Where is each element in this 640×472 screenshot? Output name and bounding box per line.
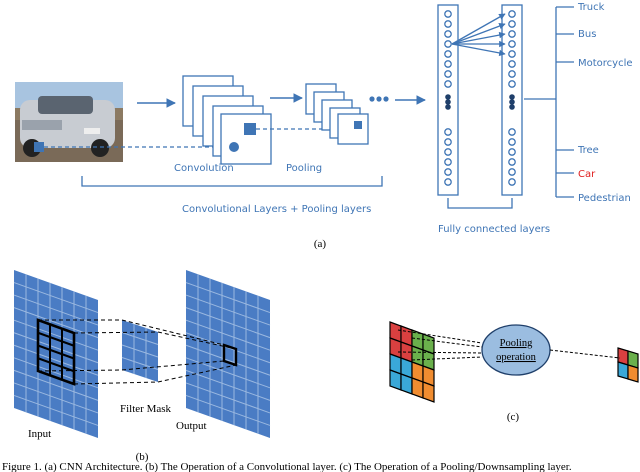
layers-label: Convolutional Layers + Pooling layers [182,204,371,215]
pooling-node-label-2: operation [496,352,536,363]
fc-node [508,148,516,156]
fc-node-dot [509,104,515,110]
output-label-tree: Tree [577,145,599,156]
fc-node [444,80,452,88]
panel-c: Pooling operation (c) [389,321,639,423]
fc-node [444,138,452,146]
output-tree [524,6,574,198]
fc-node [444,148,452,156]
fc-node [444,178,452,186]
figure-caption: Figure 1. (a) CNN Architecture. (b) The … [2,461,572,472]
fc-node [444,70,452,78]
fc-node [508,128,516,136]
fc-node [508,168,516,176]
fc-node [508,80,516,88]
pool-input-cell [422,381,435,403]
output-label-truck: Truck [577,2,605,13]
pool-input-cell [400,373,413,395]
fc-node [508,60,516,68]
fc-node-dot [509,94,515,100]
pooling-node-label-1: Pooling [500,338,533,349]
output-label-car: Car [578,169,596,180]
fc-node [508,40,516,48]
output-label-pedestrian: Pedestrian [578,193,631,204]
caption-a: (a) [314,238,327,250]
fc-node [508,10,516,18]
pool-input-cell [411,377,424,399]
input-label: Input [28,428,51,440]
fc-node [508,138,516,146]
caption-c: (c) [507,411,520,423]
fc-node-dot [445,94,451,100]
fc-node [444,60,452,68]
fully-connected-layers [437,4,523,209]
pool-output-cell [627,364,639,383]
fc-node [444,30,452,38]
input-grid [13,270,99,438]
fc-label: Fully connected layers [438,224,550,235]
fc-node [444,50,452,58]
pool-output-cell [617,361,629,380]
pooling-label: Pooling [286,163,322,174]
pooling-input-grid [389,321,435,403]
fc-node [444,10,452,18]
output-label-bus: Bus [578,29,596,40]
fc-node [444,168,452,176]
fc-node [508,158,516,166]
caption-b: (b) [136,451,149,463]
fc-node [508,178,516,186]
fc-node-dot [509,99,515,105]
convolution-stack [182,75,272,165]
fc-node [508,20,516,28]
pooling-output-grid [617,347,639,383]
fc-node [444,40,452,48]
fc-node [444,158,452,166]
fc-node [508,70,516,78]
fc-node-dot [445,99,451,105]
pooling-operation-node [481,324,551,376]
filter-label: Filter Mask [120,403,172,415]
output-label-motorcycle: Motorcycle [578,58,633,69]
panel-a: Convolution Pooling Convolutional Layers… [15,2,633,250]
car-photo [15,82,123,162]
fc-node [508,50,516,58]
fc-node [508,30,516,38]
pooling-stack [305,83,369,145]
panel-b: Input Filter Mask Output (b) [13,270,271,463]
fc-node [444,20,452,28]
output-grid [185,270,271,438]
convolution-label: Convolution [174,163,234,174]
pool-input-cell [389,369,402,391]
fc-node-dot [445,104,451,110]
filter-mask [121,320,159,382]
fc-node [444,128,452,136]
output-label: Output [176,420,207,432]
